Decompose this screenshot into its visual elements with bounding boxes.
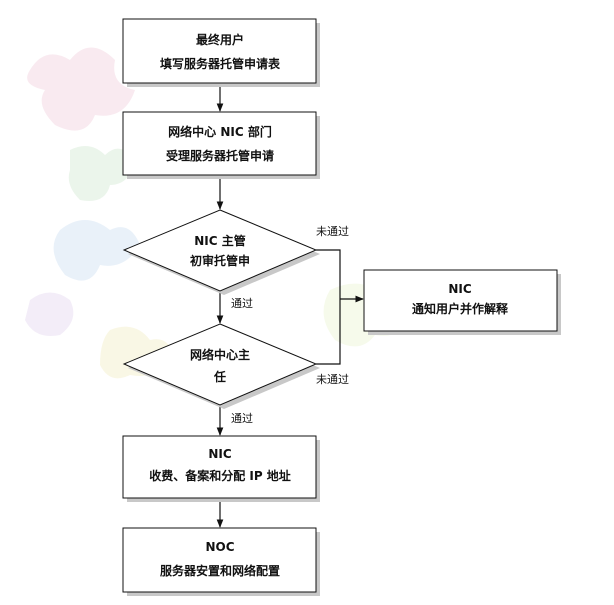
line-review2-fail — [316, 299, 341, 365]
line-review1-fail — [316, 249, 341, 299]
connectors — [216, 84, 364, 528]
node-notify-subtitle: 通知用户并作解释 — [412, 301, 509, 316]
edge-label-pass-2: 通过 — [231, 412, 253, 425]
node-review2-title: 网络中心主 — [190, 347, 250, 362]
node-accept-title: 网络中心 NIC 部门 — [168, 124, 272, 139]
node-notify: NIC 通知用户并作解释 — [363, 269, 561, 335]
edge-label-fail-2: 未通过 — [316, 373, 349, 386]
node-accept-subtitle: 受理服务器托管申请 — [166, 148, 274, 163]
edge-labels: 通过 通过 未通过 未通过 — [231, 225, 349, 425]
node-review1-decision: NIC 主管 初审托管申 — [122, 209, 320, 295]
edge-label-pass-1: 通过 — [231, 297, 253, 310]
node-billing: NIC 收费、备案和分配 IP 地址 — [122, 435, 320, 502]
node-start-subtitle: 填写服务器托管申请表 — [160, 56, 281, 71]
node-notify-title: NIC — [448, 282, 472, 296]
edge-label-fail-1: 未通过 — [316, 225, 349, 238]
node-config-subtitle: 服务器安置和网络配置 — [160, 563, 280, 578]
node-review2-subtitle: 任 — [213, 369, 226, 384]
node-config-title: NOC — [205, 540, 234, 554]
node-billing-title: NIC — [208, 447, 232, 461]
node-review2-decision: 网络中心主 任 — [122, 323, 320, 409]
node-start: 最终用户 填写服务器托管申请表 — [122, 18, 320, 87]
node-review1-title: NIC 主管 — [194, 233, 246, 248]
node-review1-subtitle: 初审托管申 — [190, 253, 250, 268]
node-start-title: 最终用户 — [196, 32, 244, 47]
node-config: NOC 服务器安置和网络配置 — [122, 527, 320, 596]
node-accept: 网络中心 NIC 部门 受理服务器托管申请 — [122, 111, 320, 179]
node-billing-subtitle: 收费、备案和分配 IP 地址 — [149, 468, 291, 483]
